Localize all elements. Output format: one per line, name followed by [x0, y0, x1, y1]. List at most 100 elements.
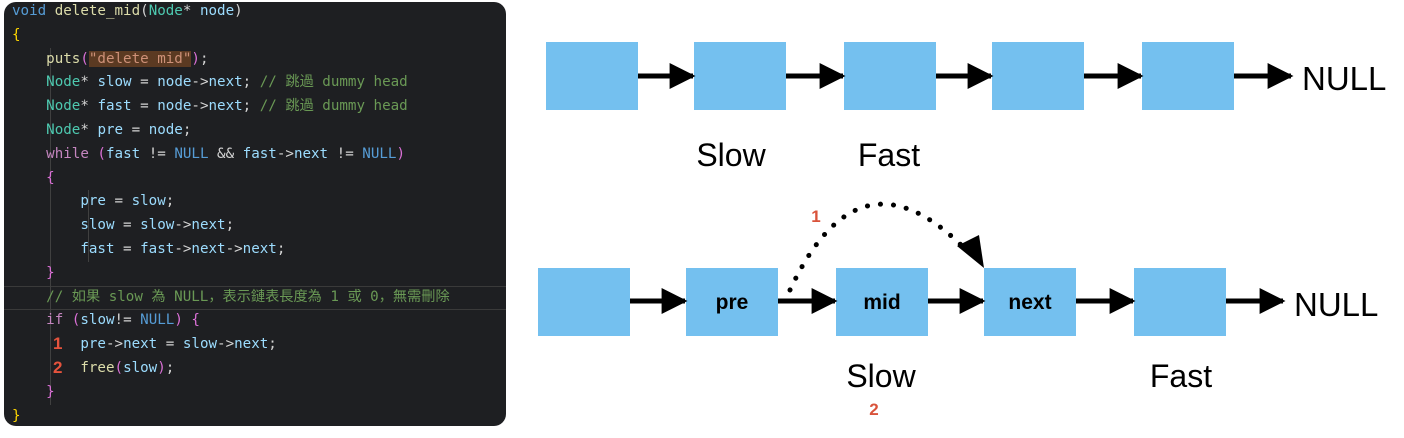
code-token: ) [157, 360, 166, 376]
code-token: -> [174, 241, 192, 257]
code-token: pre [80, 193, 106, 210]
code-line: if (slow!= NULL) { [12, 309, 200, 331]
code-token: * [80, 122, 98, 138]
code-token: ; [242, 74, 260, 91]
code-token: slow [131, 193, 166, 210]
code-token: && [208, 145, 243, 162]
bottom-node-next [984, 268, 1076, 336]
code-token: ; [165, 193, 175, 210]
code-token: next [208, 74, 243, 91]
code-token: ( [114, 360, 124, 376]
code-line: slow = slow->next; [12, 214, 234, 236]
code-token: ) [234, 3, 243, 19]
code-token: = [114, 241, 141, 257]
top-node-1 [546, 42, 638, 110]
code-token: { [12, 26, 21, 43]
code-token: ) [396, 145, 405, 162]
code-token: while [46, 145, 89, 162]
top-node-5 [1142, 42, 1234, 110]
code-token: -> [105, 336, 124, 353]
code-token: { [191, 312, 200, 329]
step-marker-1: 1 [53, 334, 63, 354]
indent-guide [88, 190, 89, 262]
code-token: // 如果 slow 為 NULL，表示鏈表長度為 1 或 0，無需刪除 [46, 288, 450, 305]
code-line: while (fast != NULL && fast->next != NUL… [12, 143, 405, 165]
code-token: next [293, 145, 329, 162]
code-token: ; [225, 217, 235, 234]
code-line: Node* pre = node; [12, 119, 191, 141]
code-token: slow [123, 360, 158, 376]
code-line: pre->next = slow->next; [12, 333, 277, 355]
code-token: Node [46, 98, 81, 115]
top-null-label: NULL [1302, 60, 1386, 97]
code-token: = [105, 193, 132, 210]
code-token: fast [140, 241, 175, 257]
code-token: Node [148, 3, 183, 19]
code-token: fast [105, 145, 141, 162]
bottom-slow-label: Slow [846, 358, 916, 394]
code-token: ; [182, 122, 192, 138]
top-node-2 [694, 42, 786, 110]
code-token: != [114, 312, 141, 329]
code-line: Node* slow = node->next; // 跳過 dummy hea… [12, 71, 408, 93]
bottom-node-1 [538, 268, 630, 336]
bypass-arrow-head [957, 235, 984, 268]
indent-guide [50, 47, 51, 405]
code-token: ( [80, 50, 89, 67]
code-line: free(slow); [12, 357, 174, 379]
code-token: node [157, 98, 192, 115]
bottom-node-pre [686, 268, 778, 336]
code-token: fast [80, 241, 115, 257]
code-token: ) [174, 312, 192, 329]
code-token: ; [165, 360, 175, 376]
code-token: // 跳過 dummy head [259, 98, 408, 115]
step-number-2: 2 [869, 400, 878, 419]
code-token: = [157, 336, 183, 353]
code-token: fast [242, 145, 277, 162]
code-line: { [12, 167, 55, 189]
code-token: NULL [362, 145, 397, 162]
code-line: puts("delete mid"); [12, 48, 208, 70]
step-marker-2: 2 [53, 358, 63, 377]
code-token: slow [80, 217, 115, 234]
code-line: } [12, 405, 21, 426]
code-line: fast = fast->next->next; [12, 238, 285, 260]
code-token: Node [46, 74, 81, 91]
code-token: node [157, 74, 192, 91]
code-line: pre = slow; [12, 190, 174, 212]
step-number-1: 1 [811, 207, 820, 226]
code-line: // 如果 slow 為 NULL，表示鏈表長度為 1 或 0，無需刪除 [12, 286, 450, 308]
node-label-next: next [1008, 291, 1051, 314]
top-node-3 [844, 42, 936, 110]
code-token: slow [80, 312, 115, 329]
code-line: } [12, 381, 55, 403]
code-token: slow [182, 336, 218, 353]
code-token: next [234, 336, 269, 353]
code-token: delete_mid [54, 3, 141, 19]
code-token: } [46, 383, 55, 400]
top-fast-label: Fast [858, 137, 920, 173]
code-token: * [80, 74, 98, 91]
node-label-pre: pre [716, 291, 749, 314]
code-token: NULL [174, 145, 209, 162]
code-token: { [46, 169, 55, 186]
code-token: -> [276, 145, 294, 162]
code-line: { [12, 24, 21, 46]
code-token: = [123, 122, 149, 138]
node-label-mid: mid [863, 291, 900, 314]
code-token: puts [46, 50, 81, 67]
code-token: = [131, 98, 158, 115]
code-token: void [12, 3, 55, 19]
code-line: void delete_mid(Node* node) [12, 2, 243, 22]
code-token: fast [97, 98, 132, 115]
code-token: ; [242, 98, 260, 115]
code-token: -> [217, 336, 235, 353]
code-token: slow [97, 74, 132, 91]
code-token: "delete mid" [88, 50, 192, 67]
code-token: if [46, 312, 64, 329]
code-token: } [46, 264, 55, 281]
bottom-node-5 [1134, 268, 1226, 336]
code-token: = [131, 74, 158, 91]
code-token: next [191, 217, 226, 234]
code-token: * [182, 3, 200, 19]
